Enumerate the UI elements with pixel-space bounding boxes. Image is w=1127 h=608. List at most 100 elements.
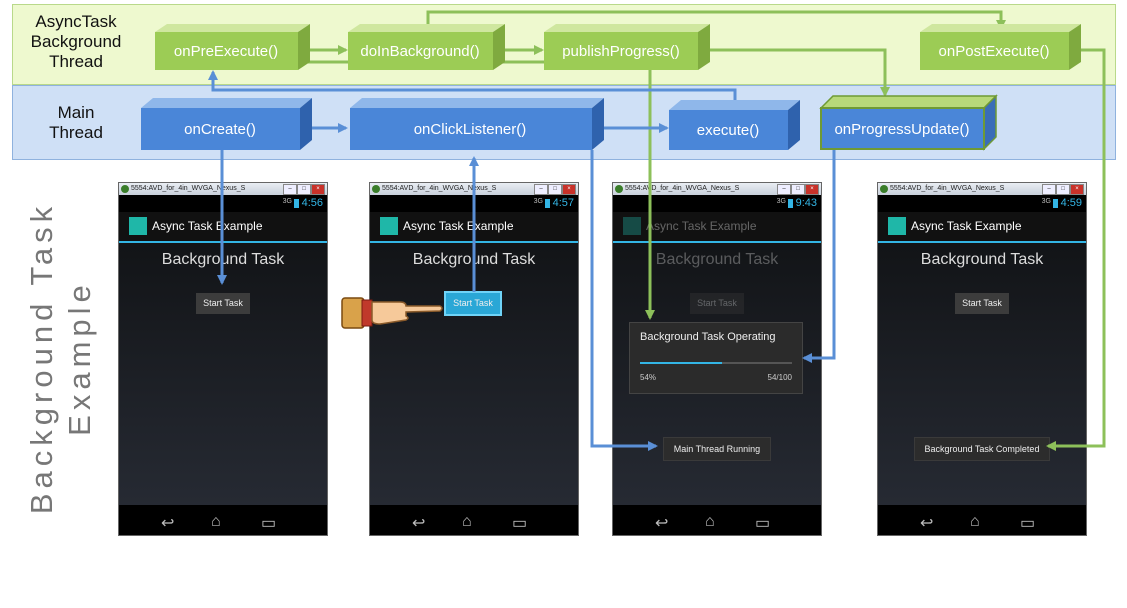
battery-icon: [788, 199, 793, 208]
main-thread-label: Main Thread: [49, 103, 103, 142]
home-icon[interactable]: ⌂: [211, 513, 221, 530]
back-icon[interactable]: ↩: [412, 515, 426, 532]
arrow-execute-to-preexecute: [208, 70, 737, 100]
close-icon[interactable]: ×: [562, 184, 576, 195]
progress-track: [640, 362, 792, 364]
home-icon[interactable]: ⌂: [705, 513, 715, 530]
box-label-on-progress-update: onProgressUpdate(): [834, 121, 969, 138]
app-name: Async Task Example: [403, 219, 514, 233]
box-label-on-post-execute: onPostExecute(): [939, 43, 1050, 60]
status-bar: 3G 9:43: [613, 195, 821, 212]
close-icon[interactable]: ×: [1070, 184, 1084, 195]
app-name: Async Task Example: [646, 219, 757, 233]
home-icon[interactable]: ⌂: [970, 513, 980, 530]
back-icon[interactable]: ↩: [161, 515, 175, 532]
recent-apps-icon[interactable]: ▭: [755, 515, 771, 532]
box-label-on-pre-execute: onPreExecute(): [174, 43, 278, 60]
emulator-icon: [615, 185, 623, 193]
box-label-on-create: onCreate(): [184, 121, 256, 138]
maximize-icon[interactable]: □: [791, 184, 805, 195]
arrow-progressupdate-to-dialog: [802, 150, 836, 363]
box-publish-progress: publishProgress(): [544, 24, 710, 70]
progress-percent: 54%: [640, 373, 657, 382]
maximize-icon[interactable]: □: [548, 184, 562, 195]
background-thread-label: AsyncTask Background Thread: [30, 12, 122, 71]
status-bar: 3G 4:59: [878, 195, 1086, 212]
nav-bar: ↩ ⌂ ▭: [878, 505, 1086, 535]
recent-apps-icon[interactable]: ▭: [512, 515, 528, 532]
arrow-postexecute-to-completed-toast: [1046, 48, 1106, 451]
battery-icon: [545, 199, 550, 208]
start-task-button[interactable]: Start Task: [690, 293, 744, 314]
pointing-hand-icon: [341, 297, 443, 329]
action-bar: Async Task Example: [878, 212, 1086, 243]
minimize-icon[interactable]: –: [777, 184, 791, 195]
signal-icon: 3G: [776, 198, 786, 205]
minimize-icon[interactable]: –: [1042, 184, 1056, 195]
app-icon: [623, 217, 641, 235]
app-icon: [380, 217, 398, 235]
status-time: 4:57: [552, 197, 574, 209]
close-icon[interactable]: ×: [311, 184, 325, 195]
box-label-execute: execute(): [697, 122, 760, 139]
progress-fill: [640, 362, 723, 364]
box-label-on-click-listener: onClickListener(): [414, 121, 527, 138]
nav-bar: ↩ ⌂ ▭: [119, 505, 327, 535]
home-icon[interactable]: ⌂: [462, 513, 472, 530]
box-label-publish-progress: publishProgress(): [562, 43, 680, 60]
signal-icon: 3G: [533, 198, 543, 205]
app-name: Async Task Example: [911, 219, 1022, 233]
arrow-doinbackground-to-postexecute: [426, 10, 1006, 32]
box-execute: execute(): [669, 100, 800, 150]
flow-diagram: onPreExecute() doInBackground() publishP…: [141, 10, 1106, 451]
status-time: 4:59: [1060, 197, 1082, 209]
status-time: 4:56: [301, 197, 323, 209]
app-icon: [888, 217, 906, 235]
toast-main-thread-running: Main Thread Running: [663, 437, 771, 461]
start-task-button[interactable]: Start Task: [196, 293, 250, 314]
box-on-post-execute: onPostExecute(): [920, 24, 1081, 70]
app-name: Async Task Example: [152, 219, 263, 233]
back-icon[interactable]: ↩: [655, 515, 669, 532]
box-on-create: onCreate(): [141, 98, 312, 150]
box-label-do-in-background: doInBackground(): [360, 43, 479, 60]
box-on-pre-execute: onPreExecute(): [155, 24, 310, 70]
emulator-icon: [121, 185, 129, 193]
signal-icon: 3G: [282, 198, 292, 205]
screen-heading: Background Task: [655, 251, 779, 268]
battery-icon: [294, 199, 299, 208]
status-time: 9:43: [795, 197, 817, 209]
app-icon: [129, 217, 147, 235]
box-do-in-background: doInBackground(): [348, 24, 505, 70]
emulator-icon: [372, 185, 380, 193]
minimize-icon[interactable]: –: [534, 184, 548, 195]
box-on-click-listener: onClickListener(): [350, 98, 604, 150]
emulator-icon: [880, 185, 888, 193]
action-bar: Async Task Example: [613, 212, 821, 243]
arrow-onclicklistener-to-toast: [590, 150, 658, 451]
close-icon[interactable]: ×: [805, 184, 819, 195]
screen-content: Background Task Start Task: [119, 243, 327, 505]
recent-apps-icon[interactable]: ▭: [1020, 515, 1036, 532]
battery-icon: [1053, 199, 1058, 208]
arrow-publishprogress-to-progressupdate: [710, 48, 890, 97]
toast-background-task-completed: Background Task Completed: [914, 437, 1050, 461]
emulator-titlebar: 5554:AVD_for_4in_WVGA_Nexus_S – □ ×: [878, 183, 1086, 195]
maximize-icon[interactable]: □: [297, 184, 311, 195]
box-on-progress-update: onProgressUpdate(): [819, 94, 998, 151]
minimize-icon[interactable]: –: [283, 184, 297, 195]
phone-screen-2: 5554:AVD_for_4in_WVGA_Nexus_S – □ × 3G 4…: [369, 182, 579, 536]
progress-count: 54/100: [767, 373, 792, 382]
start-task-button[interactable]: Start Task: [444, 291, 502, 316]
start-task-button[interactable]: Start Task: [955, 293, 1009, 314]
phone-screen-3: 5554:AVD_for_4in_WVGA_Nexus_S – □ × 3G 9…: [612, 182, 822, 536]
screen-content: Background Task Start Task: [878, 243, 1086, 505]
recent-apps-icon[interactable]: ▭: [261, 515, 277, 532]
nav-bar: ↩ ⌂ ▭: [370, 505, 578, 535]
progress-dialog-title: Background Task Operating: [640, 331, 776, 343]
signal-icon: 3G: [1041, 198, 1051, 205]
emulator-titlebar: 5554:AVD_for_4in_WVGA_Nexus_S – □ ×: [613, 183, 821, 195]
maximize-icon[interactable]: □: [1056, 184, 1070, 195]
back-icon[interactable]: ↩: [920, 515, 934, 532]
screen-heading: Background Task: [920, 251, 1044, 268]
